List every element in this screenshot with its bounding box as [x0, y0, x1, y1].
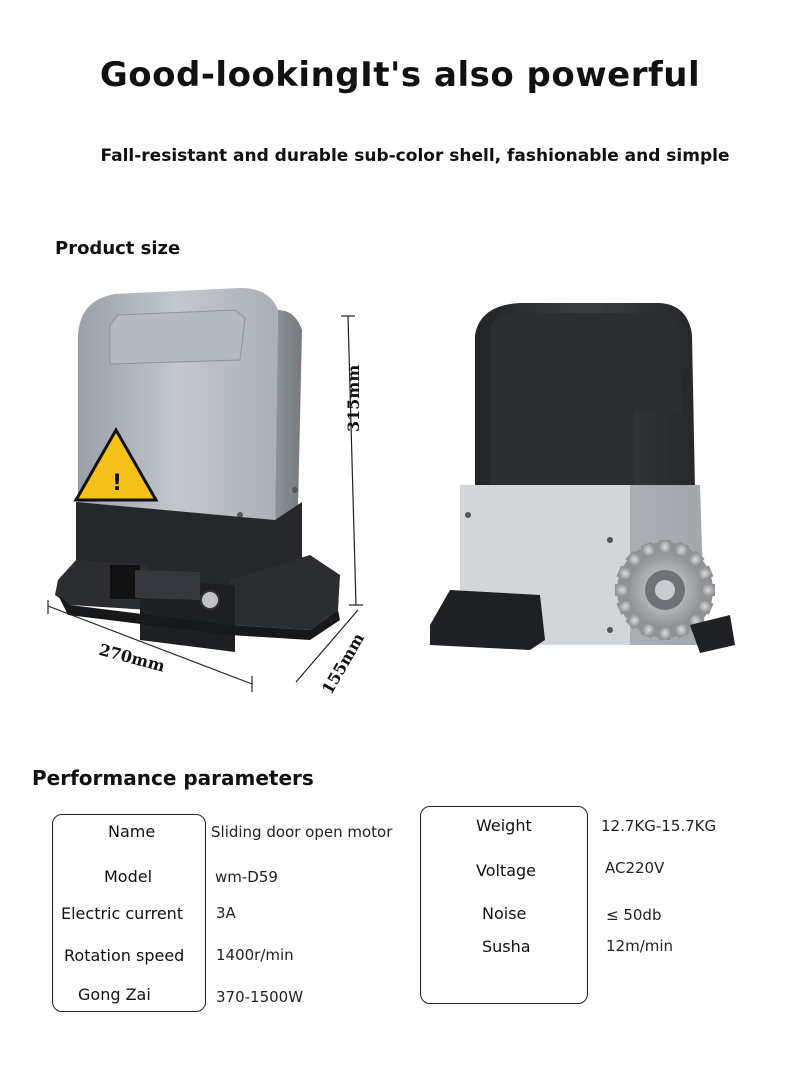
param-label-susha: Susha [482, 937, 531, 956]
motor-front-view-image: ! [55, 288, 340, 652]
param-label-rotation-speed: Rotation speed [64, 946, 185, 965]
param-label-voltage: Voltage [476, 861, 537, 880]
performance-heading: Performance parameters [32, 766, 314, 790]
param-label-noise: Noise [482, 904, 527, 923]
param-label-name: Name [108, 822, 156, 841]
param-value-name: Sliding door open motor [211, 823, 393, 841]
page-headline: Good-lookingIt's also powerful [99, 55, 701, 95]
param-value-gong-zai: 370-1500W [216, 988, 304, 1006]
param-value-voltage: AC220V [605, 859, 665, 877]
page-subheadline: Fall-resistant and durable sub-color she… [100, 146, 730, 166]
motor-rear-view-image [430, 303, 735, 653]
param-value-noise: ≤ 50db [606, 906, 662, 924]
param-label-model: Model [104, 867, 153, 886]
width-dimension-line [47, 600, 253, 692]
left-params-label-box [52, 814, 206, 1012]
param-label-weight: Weight [476, 816, 532, 835]
height-dimension-label: 315mm [344, 364, 363, 432]
param-value-electric-current: 3A [216, 904, 236, 922]
param-value-model: wm-D59 [215, 868, 278, 886]
param-label-electric-current: Electric current [61, 904, 184, 923]
param-value-weight: 12.7KG-15.7KG [601, 817, 717, 835]
right-params-label-box [420, 806, 588, 1004]
param-value-rotation-speed: 1400r/min [216, 946, 294, 964]
depth-dimension-line [295, 609, 359, 683]
height-dimension-line [341, 315, 363, 606]
param-label-gong-zai: Gong Zai [78, 985, 151, 1004]
svg-text:!: ! [112, 471, 122, 496]
product-size-heading: Product size [55, 238, 181, 259]
param-value-susha: 12m/min [606, 937, 674, 955]
